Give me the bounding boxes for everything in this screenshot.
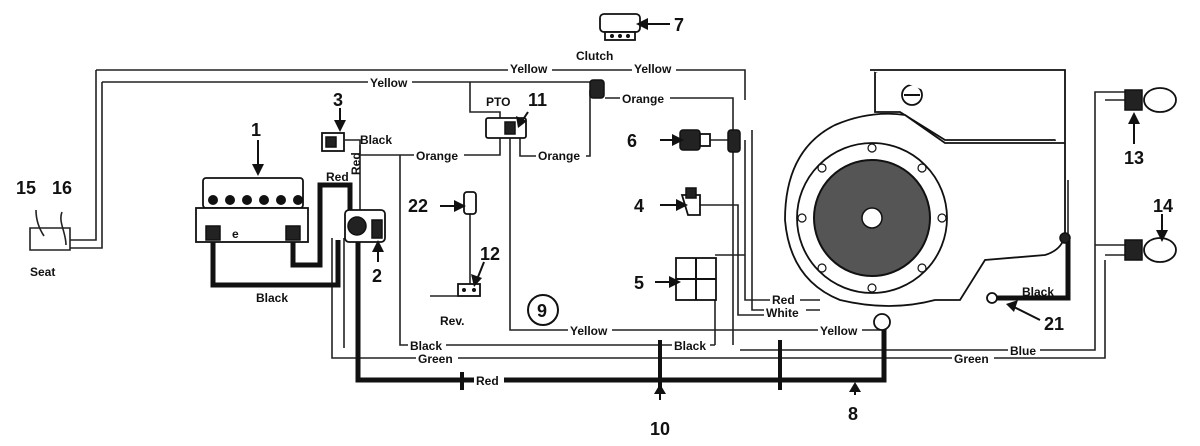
label-red-engine: Red bbox=[772, 293, 795, 307]
callout-8: 8 bbox=[848, 404, 858, 424]
callout-1: 1 bbox=[251, 120, 261, 140]
callout-5: 5 bbox=[634, 273, 644, 293]
wire-orange-clutch-right bbox=[605, 97, 734, 345]
label-red-vertical: Red bbox=[349, 152, 363, 175]
harness-clips bbox=[460, 340, 782, 390]
callout-3: 3 bbox=[333, 90, 343, 110]
callout-22: 22 bbox=[408, 196, 428, 216]
label-yellow-top-right: Yellow bbox=[634, 62, 672, 76]
callout-16: 16 bbox=[52, 178, 72, 198]
wire-yellow-seat-outer bbox=[96, 69, 746, 100]
label-orange-right: Orange bbox=[622, 92, 664, 106]
callout-11: 11 bbox=[528, 90, 547, 110]
wire-left-vertical bbox=[399, 155, 715, 346]
label-black-low-mid: Black bbox=[674, 339, 706, 353]
wires bbox=[70, 69, 1125, 359]
wire-green bbox=[331, 238, 1106, 359]
reverse-switch-12 bbox=[430, 283, 481, 297]
callout-10: 10 bbox=[650, 419, 670, 439]
seat-switch bbox=[29, 209, 71, 251]
label-green-right: Green bbox=[954, 352, 989, 366]
callout-6: 6 bbox=[627, 131, 637, 151]
headlight-13 bbox=[1124, 87, 1177, 113]
clutch-connector bbox=[589, 79, 605, 99]
callout-7: 7 bbox=[674, 15, 684, 35]
pto-switch bbox=[485, 117, 527, 139]
label-orange-left: Orange bbox=[416, 149, 458, 163]
heavy-cables bbox=[210, 182, 1071, 383]
wire-blue bbox=[740, 91, 1125, 351]
cable-red-battery bbox=[290, 182, 353, 268]
cable-red-bottom bbox=[355, 235, 887, 383]
label-orange-mid: Orange bbox=[538, 149, 580, 163]
label-pto: PTO bbox=[486, 95, 510, 109]
label-black-low-left: Black bbox=[410, 339, 442, 353]
key-switch bbox=[344, 209, 386, 243]
label-red-battery: Red bbox=[326, 170, 349, 184]
callout-15: 15 bbox=[16, 178, 36, 198]
label-rev: Rev. bbox=[440, 314, 464, 328]
plug-7 bbox=[599, 13, 641, 41]
callout-21: 21 bbox=[1044, 314, 1064, 334]
seat-switch-3 bbox=[321, 132, 345, 152]
callout-9: 9 bbox=[537, 301, 547, 321]
svg-text:e: e bbox=[232, 227, 239, 241]
wire-seat-drop bbox=[70, 70, 97, 241]
switch-22 bbox=[463, 191, 477, 215]
label-black-engine: Black bbox=[1022, 285, 1054, 299]
callout-12: 12 bbox=[480, 244, 500, 264]
label-seat: Seat bbox=[30, 265, 55, 279]
label-yellow-top: Yellow bbox=[510, 62, 548, 76]
label-green-low-left: Green bbox=[418, 352, 453, 366]
label-blue: Blue bbox=[1010, 344, 1036, 358]
cable-black-battery bbox=[210, 232, 341, 288]
wire-seat-drop-2 bbox=[70, 82, 103, 249]
callout-arrows bbox=[252, 18, 1168, 400]
battery: e bbox=[195, 177, 309, 243]
wire-labels: Yellow Clutch Yellow Yellow PTO Black Re… bbox=[30, 49, 1054, 388]
wire-rev bbox=[460, 212, 471, 291]
switch-6 bbox=[679, 129, 741, 153]
switch-4 bbox=[680, 187, 701, 216]
engine bbox=[784, 69, 1071, 331]
label-black-battery: Black bbox=[256, 291, 288, 305]
label-yellow-mid: Yellow bbox=[570, 324, 608, 338]
callout-9-circle: 9 bbox=[527, 294, 559, 326]
callout-13: 13 bbox=[1124, 148, 1144, 168]
cable-black-ground bbox=[995, 240, 1071, 301]
callout-4: 4 bbox=[634, 196, 644, 216]
module-5 bbox=[675, 257, 717, 301]
callout-2: 2 bbox=[372, 266, 382, 286]
label-yellow-left: Yellow bbox=[370, 76, 408, 90]
callout-14: 14 bbox=[1153, 196, 1173, 216]
label-yellow-engine: Yellow bbox=[820, 324, 858, 338]
label-clutch: Clutch bbox=[576, 49, 613, 63]
wire-yellow-pto-down bbox=[509, 138, 880, 331]
wire-black-3 bbox=[345, 139, 361, 228]
headlight-14 bbox=[1124, 237, 1177, 263]
label-white-engine: White bbox=[766, 306, 799, 320]
label-black-3: Black bbox=[360, 133, 392, 147]
label-red-bottom: Red bbox=[476, 374, 499, 388]
callout-numbers: 1 2 3 4 5 6 7 8 9 10 11 12 13 14 15 16 2… bbox=[16, 15, 1173, 439]
